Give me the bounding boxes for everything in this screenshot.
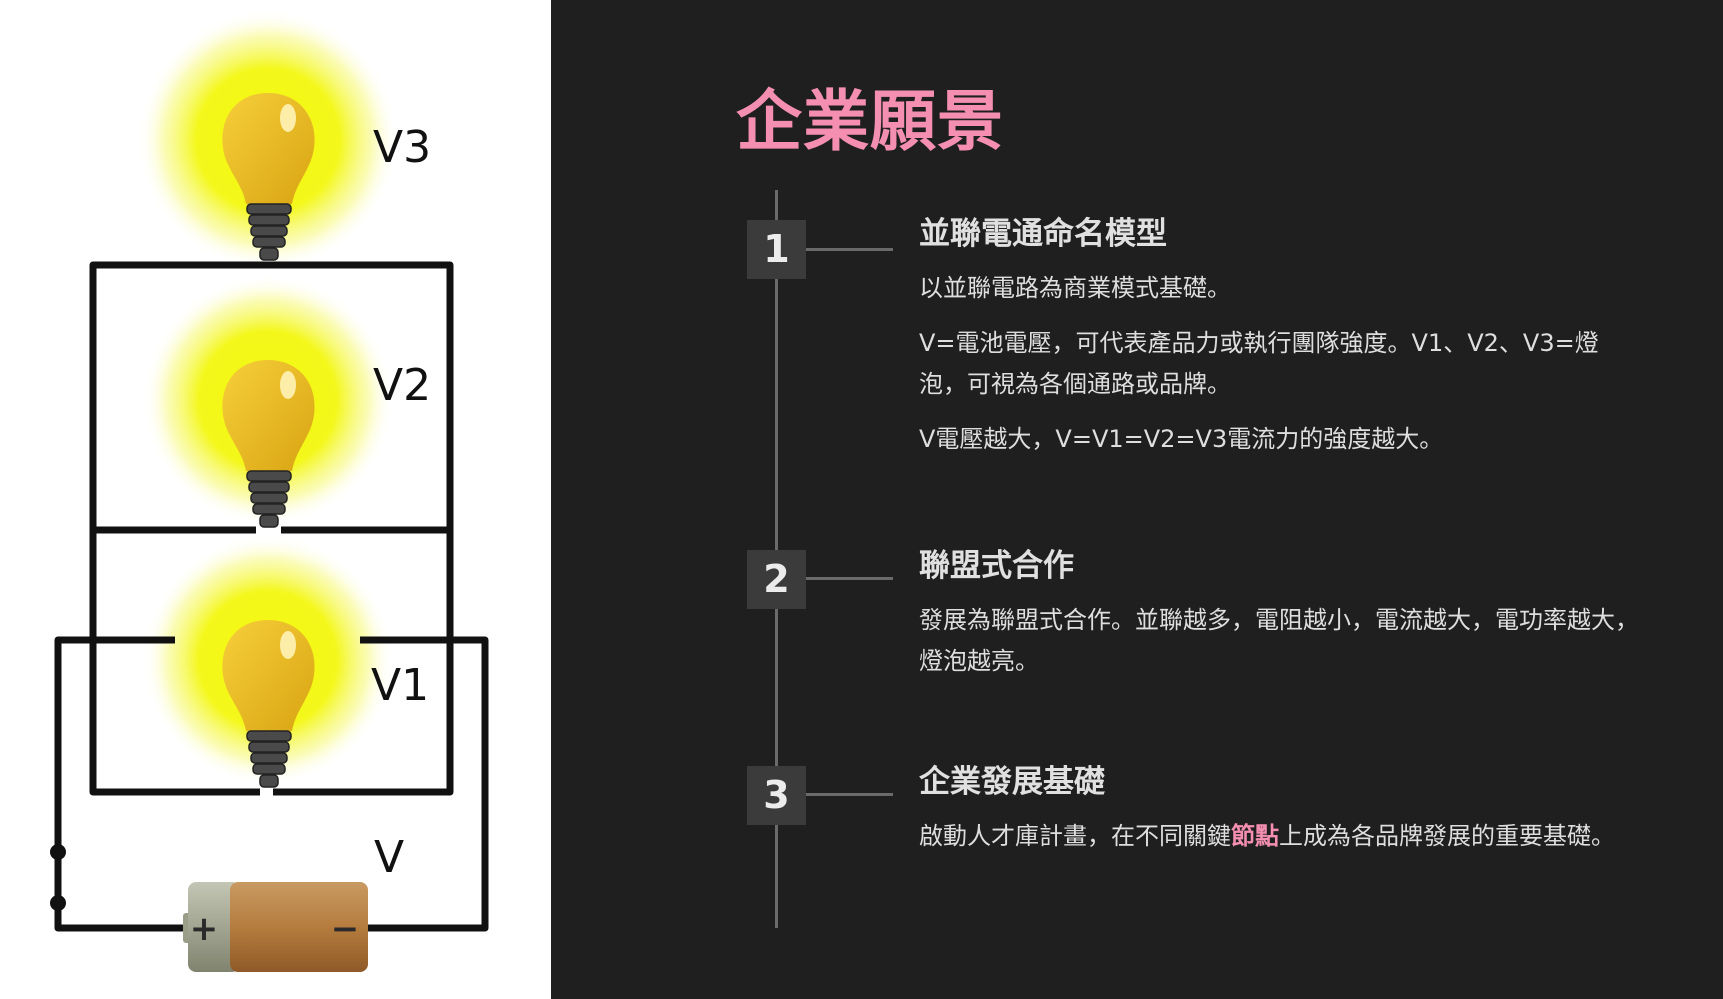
highlight-text: 節點	[1231, 821, 1279, 850]
step-heading: 聯盟式合作	[919, 548, 1074, 584]
circuit-wires	[54, 261, 489, 932]
label-v1: V1	[371, 660, 429, 711]
battery-plus-label: +	[190, 909, 219, 949]
step-connector	[806, 793, 893, 796]
slide-title: 企業願景	[736, 83, 1004, 160]
step-number-badge: 2	[747, 550, 806, 609]
label-v3: V3	[373, 122, 431, 173]
battery-minus-label: −	[331, 909, 360, 949]
wire-node	[50, 895, 66, 911]
step-paragraph: 發展為聯盟式合作。並聯越多，電阻越小，電流越大，電功率越大，燈泡越亮。	[919, 605, 1639, 675]
battery: + −	[183, 882, 368, 972]
step-paragraph: V=電池電壓，可代表產品力或執行團隊強度。V1、V2、V3=燈泡，可視為各個通路…	[919, 328, 1599, 398]
step-number-badge: 1	[747, 220, 806, 279]
bulb-v3	[222, 93, 315, 261]
bulb-v1	[222, 620, 315, 788]
step-2: 聯盟式合作 發展為聯盟式合作。並聯越多，電阻越小，電流越大，電功率越大，燈泡越亮…	[919, 547, 1639, 696]
step-paragraph: 以並聯電路為商業模式基礎。	[919, 273, 1231, 302]
bulb-v2	[222, 360, 315, 528]
step-paragraph: 啟動人才庫計畫，在不同關鍵節點上成為各品牌發展的重要基礎。	[919, 816, 1639, 857]
step-heading: 企業發展基礎	[919, 764, 1105, 800]
step-connector	[806, 248, 893, 251]
circuit-diagram-panel: + − V3 V2 V1 V	[0, 0, 551, 999]
step-connector	[806, 577, 893, 580]
step-number-badge: 3	[747, 766, 806, 825]
step-1: 並聯電通命名模型 以並聯電路為商業模式基礎。 V=電池電壓，可代表產品力或執行團…	[919, 215, 1639, 474]
step-text: 啟動人才庫計畫，在不同關鍵	[919, 821, 1231, 850]
parallel-circuit-diagram: + − V3 V2 V1 V	[50, 10, 489, 972]
step-3: 企業發展基礎 啟動人才庫計畫，在不同關鍵節點上成為各品牌發展的重要基礎。	[919, 763, 1639, 871]
content-panel: 企業願景 1 並聯電通命名模型 以並聯電路為商業模式基礎。 V=電池電壓，可代表…	[551, 0, 1723, 999]
step-heading: 並聯電通命名模型	[919, 216, 1167, 252]
label-v2: V2	[373, 360, 431, 411]
wire-node	[50, 844, 66, 860]
label-v: V	[374, 832, 404, 883]
step-paragraph: V電壓越大，V=V1=V2=V3電流力的強度越大。	[919, 424, 1444, 453]
step-text: 上成為各品牌發展的重要基礎。	[1279, 821, 1615, 850]
